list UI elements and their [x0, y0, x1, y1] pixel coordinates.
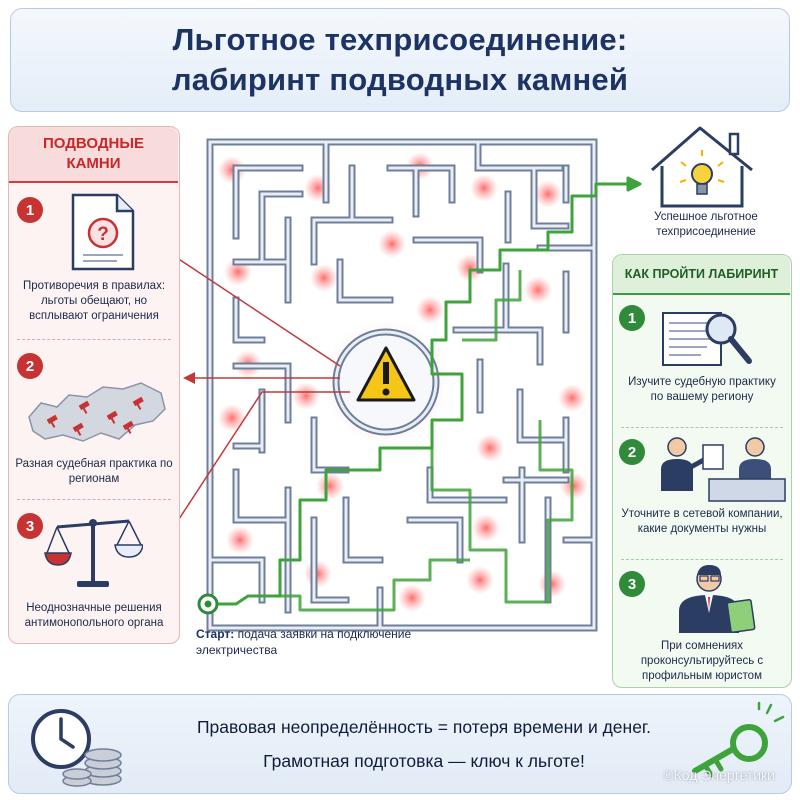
title-line-1: Льготное техприсоединение: [172, 22, 628, 57]
howto-text-1: Изучите судебную практику по вашему реги… [628, 376, 776, 403]
question-document-icon: ? [71, 193, 135, 271]
pitfalls-heading: ПОДВОДНЫЕ КАМНИ [42, 135, 145, 172]
howto-divider [621, 559, 783, 560]
russia-map-gavels-icon [28, 382, 166, 442]
pitfall-text-1: Противоречия в правилах: льготы обещают,… [22, 280, 166, 322]
start-caption: Старт: подача заявки на подключение элек… [196, 626, 416, 658]
start-label: Старт: [196, 627, 235, 641]
pitfall-connectors [147, 238, 350, 545]
solution-path [210, 176, 642, 612]
pitfall-divider [17, 499, 171, 500]
footer-line-1: Правовая неопределённость = потеря време… [196, 717, 652, 737]
howto-number-3: 3 [619, 571, 645, 597]
pitfall-number-1: 1 [17, 197, 43, 223]
pitfall-text-3: Неоднозначные решения антимонопольного о… [24, 602, 164, 629]
house-lightbulb-icon [651, 126, 753, 208]
howto-heading-box: КАК ПРОЙТИ ЛАБИРИНТ [613, 255, 790, 295]
svg-text:?: ? [97, 224, 109, 245]
maze-walls [206, 138, 598, 632]
footer-line-2: Грамотная подготовка — ключ к льготе! [263, 751, 585, 771]
key-icon [692, 701, 785, 778]
warning-triangle-icon [356, 346, 416, 402]
howto-panel: КАК ПРОЙТИ ЛАБИРИНТ 1 Изучите судебную п… [612, 254, 792, 688]
center-hazard [320, 316, 452, 448]
title-banner: Льготное техприсоединение: лабиринт подв… [10, 8, 790, 112]
howto-text-3: При сомнениях проконсультируйтесь с проф… [640, 640, 764, 682]
watermark: ©Код Энергетики [663, 767, 775, 783]
document-magnifier-icon [662, 312, 752, 366]
pitfall-number-3: 3 [17, 513, 43, 539]
pitfalls-panel: ПОДВОДНЫЕ КАМНИ 1 ? Противоречия в прави… [8, 126, 180, 644]
howto-heading: КАК ПРОЙТИ ЛАБИРИНТ [624, 267, 779, 281]
howto-divider [621, 427, 783, 428]
howto-number-1: 1 [619, 305, 645, 331]
clock-coins-icon [31, 709, 122, 787]
howto-number-2: 2 [619, 439, 645, 465]
pitfalls-heading-box: ПОДВОДНЫЕ КАМНИ [9, 127, 178, 183]
title-line-2: лабиринт подводных камней [171, 62, 629, 97]
pitfall-divider [17, 339, 171, 340]
scales-icon [44, 519, 143, 587]
office-meeting-icon [661, 437, 786, 502]
start-text: подача заявки на подключение электричест… [196, 627, 412, 657]
pitfall-text-2: Разная судебная практика по регионам [15, 458, 173, 485]
footer-banner: Правовая неопределённость = потеря време… [8, 694, 792, 794]
goal-text: Успешное льготное техприсоединение [654, 211, 758, 238]
lawyer-icon [679, 565, 756, 634]
pitfall-number-2: 2 [17, 353, 43, 379]
howto-text-2: Уточните в сетевой компании, какие докум… [621, 508, 783, 535]
